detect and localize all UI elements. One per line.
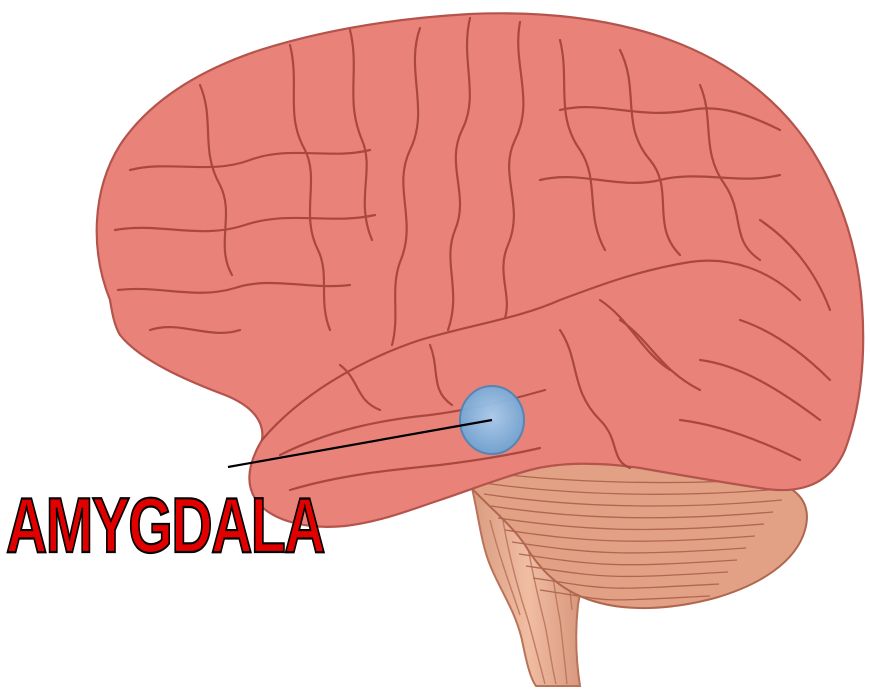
- amygdala-label: AMYGDALA: [6, 481, 324, 569]
